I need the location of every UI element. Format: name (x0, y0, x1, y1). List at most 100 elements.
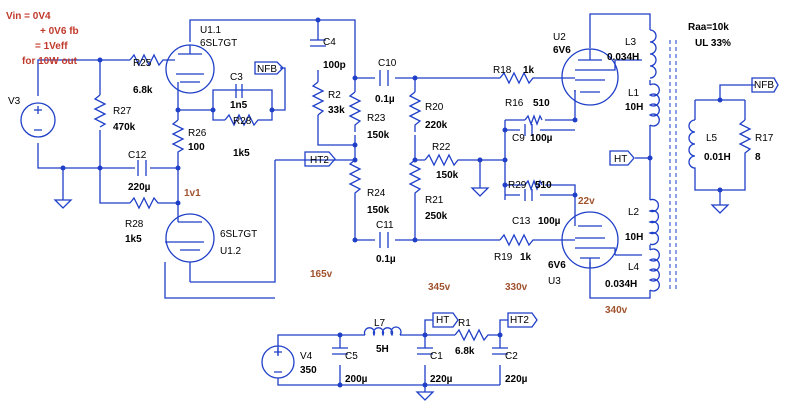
inductor-l2 (648, 198, 660, 246)
voltage-330v: 330v (505, 282, 528, 293)
label-r22: R22 (432, 142, 451, 153)
label-r27: R27 (113, 106, 132, 117)
inductor-l1 (648, 83, 660, 127)
psu-cap-legs (339, 335, 501, 385)
ground-secondary (710, 204, 730, 214)
voltage-1v1: 1v1 (184, 188, 201, 199)
resistor-r16 (524, 114, 543, 126)
value-u2: 6V6 (553, 45, 571, 56)
inductor-l3 (649, 29, 657, 79)
flag-ht2-psu (507, 312, 538, 328)
u11-plate-wire (189, 19, 355, 146)
resistor-r27 (93, 94, 107, 128)
flag-ht-psu (432, 312, 459, 328)
value-r24: 150k (367, 205, 390, 216)
label-l7: L7 (374, 318, 386, 329)
ground-psu (415, 391, 435, 401)
label-c3: C3 (230, 72, 243, 83)
value-c2: 220µ (505, 374, 528, 385)
secondary-wire (694, 84, 755, 205)
label-c2: C2 (505, 351, 518, 362)
c3-r28-network (178, 89, 273, 121)
label-c9: C9 (512, 133, 525, 144)
resistor-r1 (454, 328, 495, 342)
capacitor-c5 (332, 347, 348, 355)
flag-ht-transformer (609, 150, 635, 166)
label-c11: C11 (376, 220, 394, 231)
voltage-sources (20, 102, 295, 379)
label-nfb-input: NFB (257, 64, 277, 75)
psu-ground-rail (277, 378, 500, 392)
label-ht2-psu: HT2 (510, 315, 529, 326)
label-r26: R26 (188, 128, 207, 139)
transformer-core (669, 40, 677, 290)
inductor-l7 (363, 326, 402, 337)
value-r26: 100 (188, 142, 205, 153)
label-r28b: R28 (125, 219, 144, 230)
source-v3-polarity (34, 106, 42, 131)
value-c12: 220µ (128, 182, 151, 193)
value-c1: 220µ (430, 374, 453, 385)
label-c1: C1 (430, 351, 443, 362)
value-r1: 6.8k (455, 346, 475, 357)
resistor-r19 (499, 233, 540, 247)
cathode-return (164, 159, 355, 299)
value-r23: 150k (367, 130, 390, 141)
value-r25: 6.8k (133, 85, 153, 96)
label-u12-name: U1.2 (220, 246, 242, 257)
value-l1: 10H (625, 102, 643, 113)
label-ht-psu: HT (436, 315, 449, 326)
label-l5: L5 (706, 133, 718, 144)
ground-v3 (53, 199, 73, 209)
tube-u3 (560, 211, 619, 269)
value-c5: 200µ (345, 374, 368, 385)
capacitor-c4 (310, 39, 326, 47)
label-c12: C12 (128, 150, 147, 161)
label-r28: R28 (233, 116, 252, 127)
tube-u2 (560, 48, 619, 106)
value-l5: 0.01H (704, 152, 731, 163)
value-r28b: 1k5 (125, 234, 142, 245)
resistor-r26 (171, 119, 185, 155)
v3-wires (37, 59, 100, 169)
source-v4 (261, 345, 295, 379)
label-r20: R20 (425, 102, 444, 113)
value-l2: 10H (625, 232, 643, 243)
source-v4-polarity (274, 348, 282, 373)
label-ht-transformer: HT (614, 154, 627, 165)
capacitor-c1 (417, 347, 433, 355)
label-u3: U3 (548, 276, 561, 287)
wires (37, 13, 755, 392)
flag-ht2-mid (304, 151, 336, 167)
voltage-340v: 340v (605, 305, 628, 316)
junction-dots (60, 17, 723, 388)
tube-u12 (165, 213, 215, 282)
output-transformer-primary (589, 13, 651, 299)
label-c10: C10 (378, 58, 397, 69)
tube-params: Raa=10k UL 33% (688, 22, 731, 49)
resistor-r20 (408, 91, 422, 132)
label-c5: C5 (345, 351, 358, 362)
label-r2: R2 (328, 90, 341, 101)
value-r27: 470k (113, 122, 136, 133)
flag-nfb-input (254, 61, 284, 75)
flag-nfb-output (751, 77, 779, 93)
label-l1: L1 (628, 88, 640, 99)
r23-r24-wire (318, 19, 356, 240)
label-u11-name: U1.1 (200, 25, 222, 36)
value-r2: 33k (328, 105, 345, 116)
note-line-1: Vin = 0V4 (6, 11, 51, 22)
label-v4: V4 (300, 351, 313, 362)
label-c4: C4 (323, 37, 336, 48)
psu-top-rail (277, 319, 508, 355)
value-r21: 250k (425, 211, 448, 222)
ul-taps (615, 59, 642, 256)
label-l3: L3 (625, 37, 637, 48)
resistor-r17 (738, 119, 752, 170)
tubes (165, 44, 619, 282)
label-u11-type: 6SL7GT (200, 38, 237, 49)
tube-u11 (165, 44, 215, 96)
voltage-22v: 22v (578, 196, 595, 207)
value-v4: 350 (300, 365, 317, 376)
resistors (93, 53, 752, 342)
